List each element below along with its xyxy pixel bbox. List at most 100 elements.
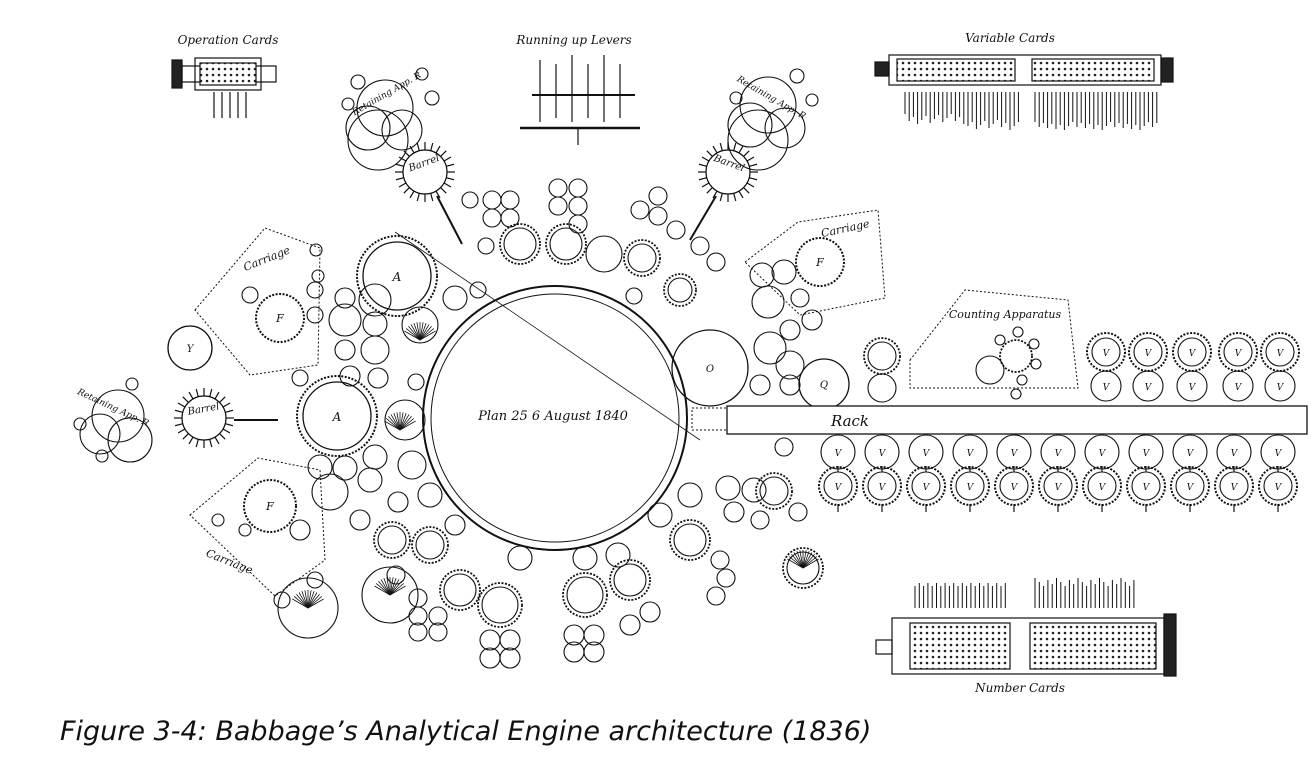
carriage-outlines	[189, 209, 1079, 597]
mill-wheel	[332, 455, 358, 481]
store-lower-small-label: V	[1143, 449, 1151, 459]
mill-wheel	[771, 259, 797, 285]
mill-wheel	[648, 206, 668, 226]
mill-wheel	[863, 337, 901, 375]
number-cards-label: Number Cards	[974, 681, 1065, 695]
mill-wheel	[309, 243, 323, 257]
mill-wheel	[782, 547, 824, 589]
mill-wheel	[630, 200, 650, 220]
mill-wheel	[609, 559, 651, 601]
store-lower-label: V	[1055, 483, 1063, 493]
store-lower-label: V	[1099, 483, 1107, 493]
analytical-engine-diagram: Operation Cards Running up Levers Variab…	[73, 31, 1308, 695]
mill-wheel	[499, 629, 521, 651]
store-lower-small-label: V	[1275, 449, 1283, 459]
operation-cards-label: Operation Cards	[178, 33, 279, 47]
mill-wheel	[585, 235, 623, 273]
carriage-label-tl: Carriage	[241, 243, 292, 274]
mill-wheel	[500, 208, 520, 228]
store-lower-label: V	[967, 483, 975, 493]
mill-wheel	[619, 614, 641, 636]
store-lower-small-label: V	[1055, 449, 1063, 459]
mill-wheel	[562, 572, 608, 618]
store-lower-small-label: V	[1187, 449, 1195, 459]
mill-wheel	[749, 262, 775, 288]
figure-caption: Figure 3-4: Babbage’s Analytical Engine …	[60, 716, 872, 747]
store-upper-small-label: V	[1235, 383, 1243, 393]
mill-wheel	[477, 582, 523, 628]
counting-apparatus	[975, 326, 1042, 400]
mill-wheel	[647, 502, 673, 528]
number-card-fringe	[914, 578, 1135, 608]
store-lower-small-label: V	[1099, 449, 1107, 459]
mill-wheel	[583, 641, 605, 663]
wheel-letter-f-r: F	[815, 256, 824, 269]
store-lower-small-label: V	[835, 449, 843, 459]
retaining-apparatus	[73, 67, 819, 463]
mill-wheel	[479, 629, 501, 651]
store-upper-label: V	[1189, 349, 1197, 359]
barrel-label-tr: Barrel	[711, 153, 746, 175]
mill-wheel	[499, 647, 521, 669]
rack-label: Rack	[830, 412, 869, 430]
mill-wheel	[439, 569, 481, 611]
mill-wheel	[663, 273, 697, 307]
store-upper-small-label: V	[1145, 383, 1153, 393]
mill-wheel	[774, 437, 794, 457]
mill-wheel	[358, 283, 392, 317]
mill-wheel	[387, 491, 409, 513]
mill-wheel	[360, 335, 390, 365]
mill-wheel	[666, 220, 686, 240]
store-lower-label: V	[923, 483, 931, 493]
store-upper-label: V	[1235, 349, 1243, 359]
mill-wheel	[801, 309, 823, 331]
mill-wheel	[373, 521, 411, 559]
mill-wheel	[749, 374, 771, 396]
mill-wheel	[779, 374, 801, 396]
store-lower-label: V	[1231, 483, 1239, 493]
mill-wheel	[361, 566, 419, 624]
mill-wheel	[753, 331, 787, 365]
store-upper-label: V	[1103, 349, 1111, 359]
mill-wheel	[397, 450, 427, 480]
mill-wheel	[715, 475, 741, 501]
mill-wheel	[741, 477, 767, 503]
mill-wheel	[334, 287, 356, 309]
mill-wheel	[428, 606, 448, 626]
mill-wheel	[639, 601, 661, 623]
mill-wheel	[788, 502, 808, 522]
mill-wheel	[444, 514, 466, 536]
store-lower-small-label: V	[879, 449, 887, 459]
store-lower-label: V	[1143, 483, 1151, 493]
mill-wheel	[407, 373, 425, 391]
mill-wheel	[568, 178, 588, 198]
store-lower-label: V	[879, 483, 887, 493]
mill-wheel	[273, 591, 291, 609]
mill-wheel	[775, 350, 805, 380]
mill-wheel	[411, 526, 449, 564]
operation-cards	[171, 57, 277, 118]
barrel-label-l: Barrel	[186, 401, 220, 418]
mill-wheel	[507, 545, 533, 571]
mill-wheel	[311, 269, 325, 283]
mill-wheel	[349, 509, 371, 531]
store-lower-small-label: V	[967, 449, 975, 459]
mill-wheel	[751, 285, 785, 319]
mill-wheel	[482, 190, 502, 210]
mill-wheel	[328, 303, 362, 337]
mill-wheel	[307, 454, 333, 480]
mill-wheel	[477, 237, 495, 255]
retaining-app-label-tr: Retaining App. R	[734, 74, 807, 122]
mill-wheel	[716, 568, 736, 588]
mill-wheel	[211, 513, 225, 527]
store-upper-label: V	[1145, 349, 1153, 359]
store-upper-small-label: V	[1103, 383, 1111, 393]
store-lower-label: V	[1187, 483, 1195, 493]
carriage-label-bl: Carriage	[204, 547, 255, 578]
mill-wheel	[339, 365, 361, 387]
mill-wheel	[238, 523, 252, 537]
mill-wheel	[706, 252, 726, 272]
plan-label: Plan 25 6 August 1840	[477, 409, 628, 424]
mill-wheel	[500, 190, 520, 210]
